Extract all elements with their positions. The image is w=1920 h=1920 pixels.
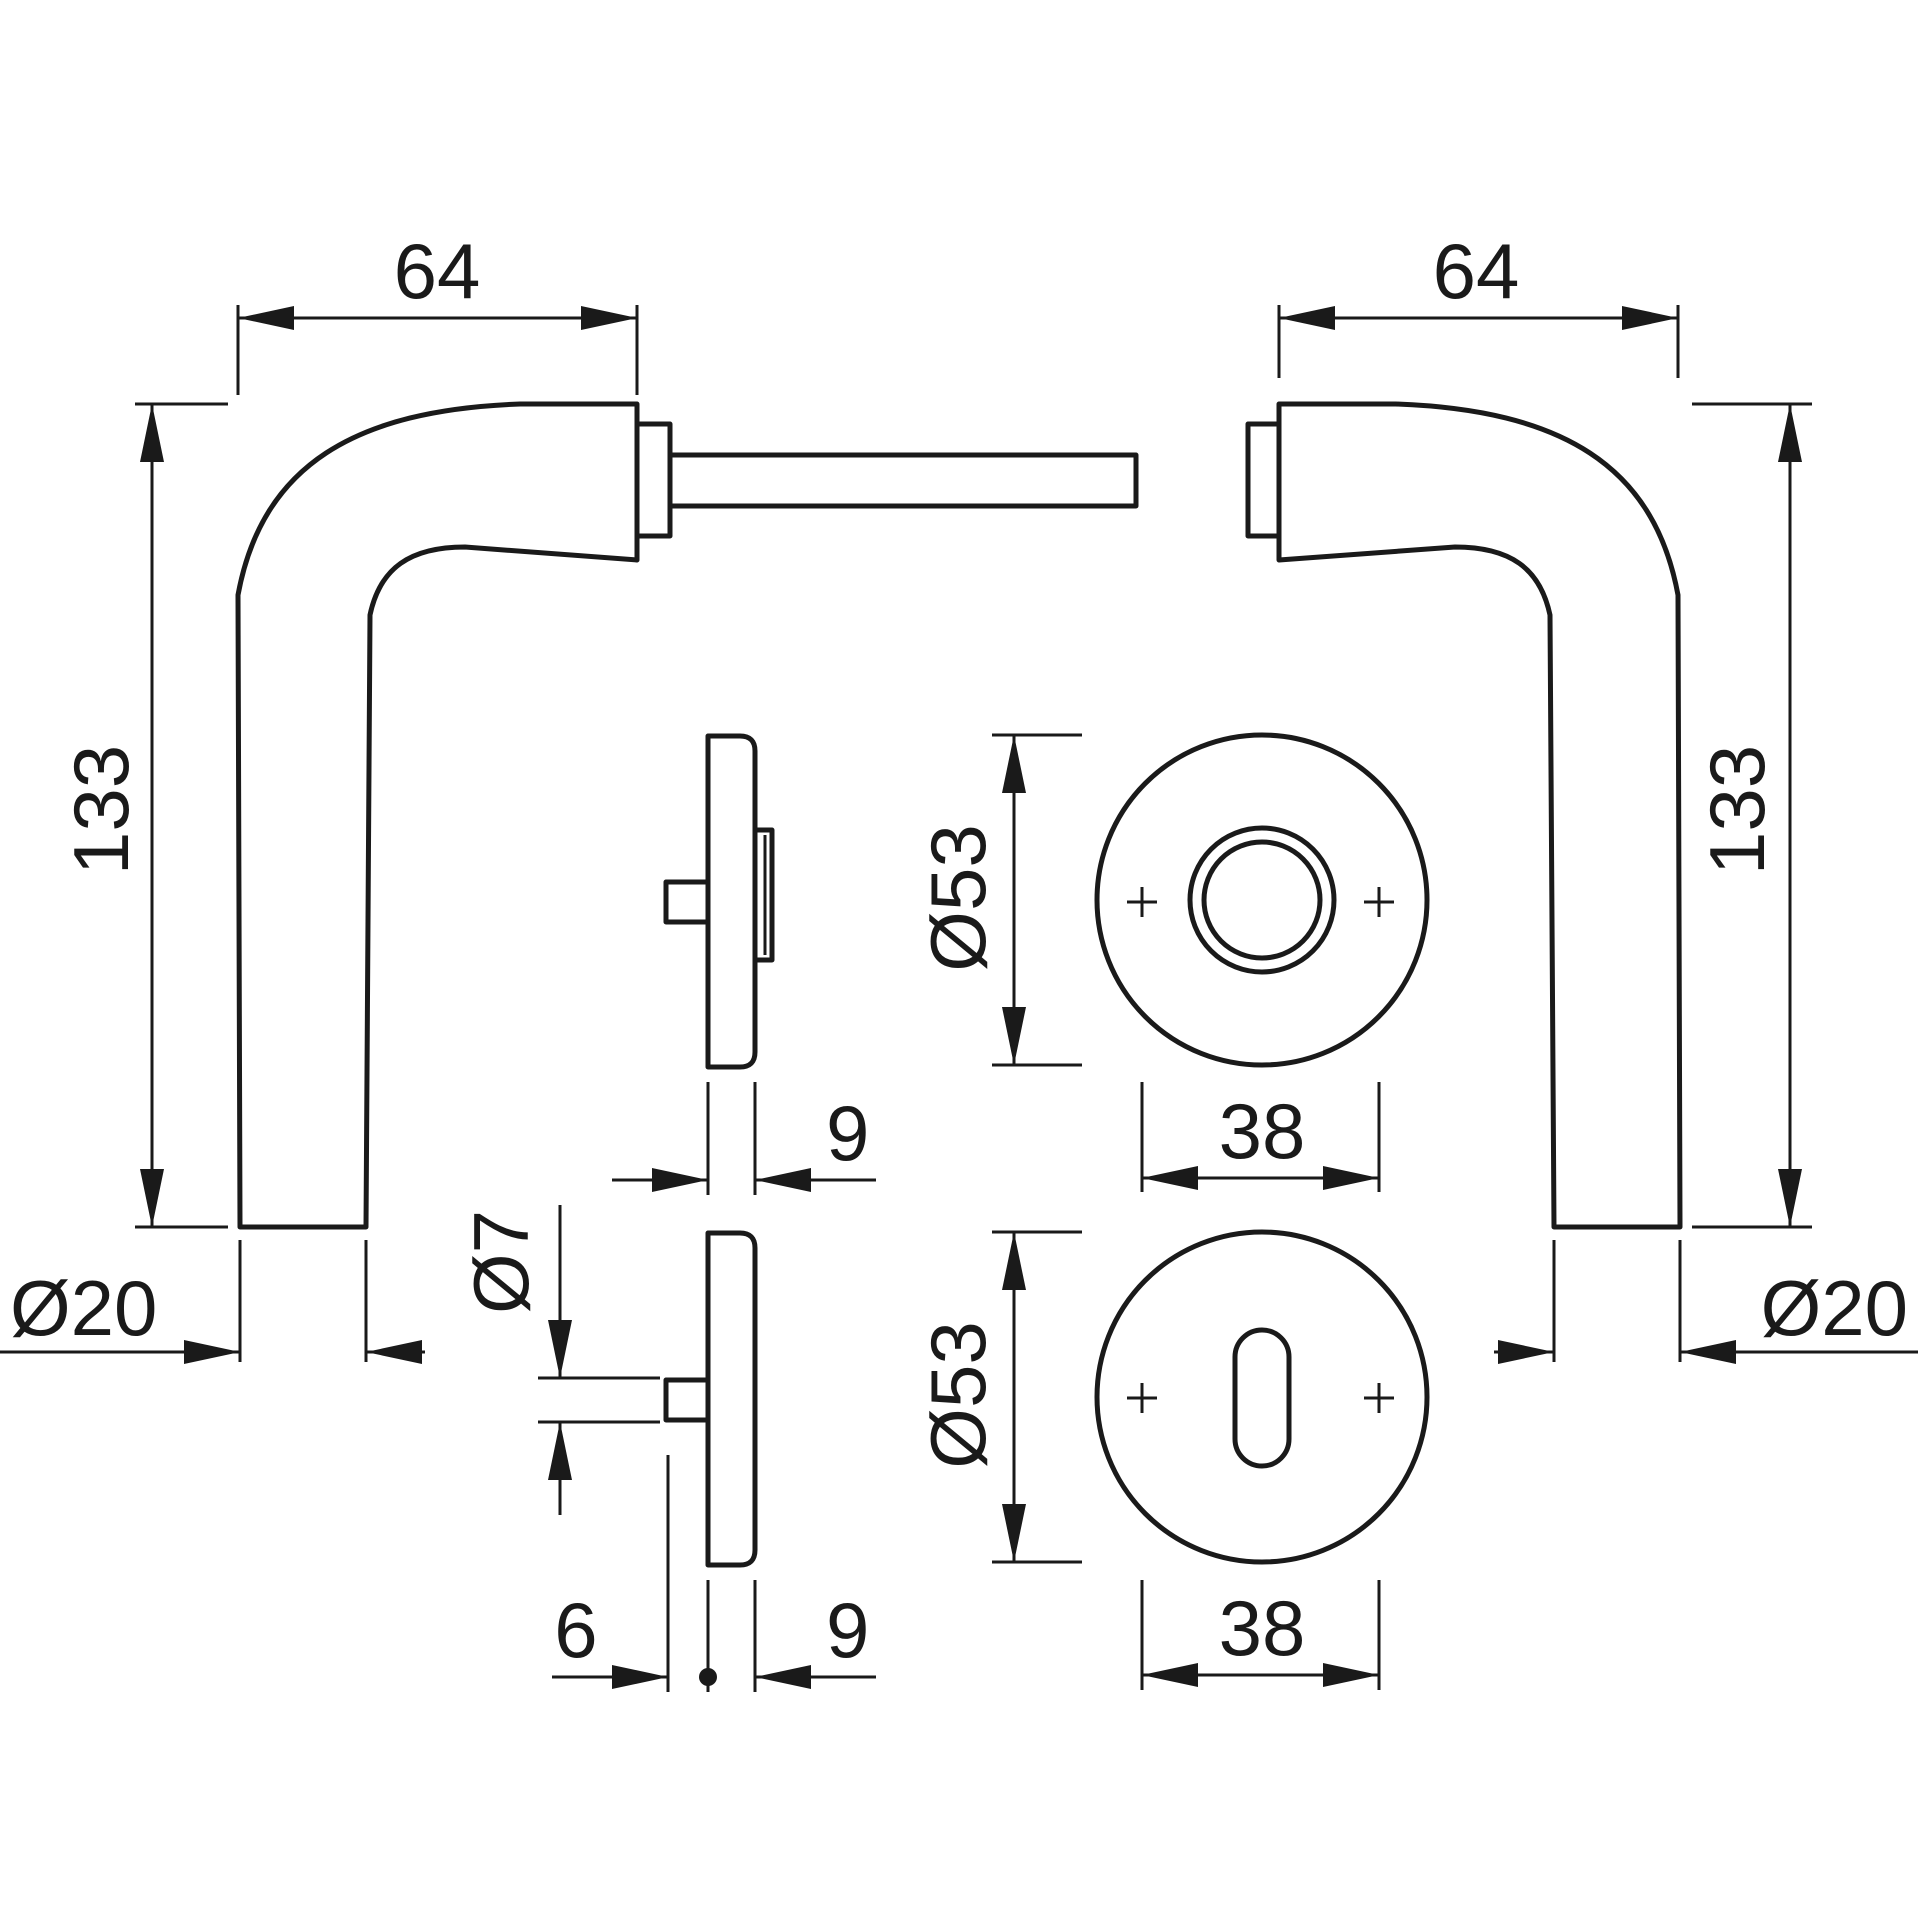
dim-rose-thickness-top-label: 9	[826, 1089, 869, 1177]
dim-rose-thickness-bottom: 9	[753, 1580, 876, 1692]
keyhole-slot	[1232, 1327, 1292, 1469]
dim-grip-left-label: Ø20	[10, 1264, 157, 1352]
dim-rose-thickness-top: 9	[612, 1082, 876, 1195]
dim-screw-spacing-bottom-label: 38	[1219, 1584, 1306, 1672]
dim-screw-spacing-top: 38	[1140, 1082, 1381, 1192]
rose-collar-outer-ring	[1187, 825, 1337, 975]
dim-spindle-offset: 6	[552, 1455, 717, 1692]
rose-collar-side	[752, 827, 775, 963]
escutcheon-plate-side	[705, 1230, 758, 1568]
rose-pin-side	[663, 879, 711, 925]
left-lever-outline	[235, 401, 640, 1230]
rose-collar-inner-ring	[1201, 839, 1323, 961]
dim-grip-left: Ø20	[0, 1240, 425, 1364]
escutcheon-side-view	[663, 1230, 758, 1568]
spindle	[667, 452, 1139, 509]
dim-grip-right: Ø20	[1494, 1240, 1918, 1364]
dim-height-left-label: 133	[57, 745, 145, 875]
dim-pin-diameter-label: Ø7	[457, 1210, 545, 1314]
left-lever-neck	[634, 421, 673, 539]
dim-screw-spacing-top-label: 38	[1219, 1087, 1306, 1175]
escutcheon-front-view	[1094, 1229, 1430, 1565]
screw-mark-left-bottom	[1127, 1383, 1157, 1413]
dim-rose-diameter-top-label: Ø53	[914, 824, 1002, 971]
escutcheon-pin-side	[663, 1377, 711, 1423]
right-lever-outline	[1276, 401, 1683, 1230]
rose-front-view	[1094, 732, 1430, 1068]
dim-rose-thickness-bottom-label: 9	[826, 1586, 869, 1674]
dim-rose-diameter-top: Ø53	[914, 733, 1082, 1067]
right-lever-neck	[1245, 421, 1282, 539]
screw-mark-right-bottom	[1364, 1383, 1394, 1413]
dim-reach-left: 64	[236, 227, 639, 395]
escutcheon-circle	[1094, 1229, 1430, 1565]
screw-mark-left	[1127, 887, 1157, 917]
right-lever	[1245, 401, 1683, 1230]
dim-reach-right: 64	[1277, 227, 1680, 378]
dim-reach-left-label: 64	[394, 227, 481, 315]
dim-pin-diameter: Ø7	[457, 1205, 660, 1515]
dim-height-right-label: 133	[1693, 745, 1781, 875]
dim-grip-right-label: Ø20	[1761, 1264, 1908, 1352]
dim-height-left: 133	[57, 402, 228, 1229]
dim-spindle-offset-label: 6	[554, 1586, 597, 1674]
rose-plate-side	[705, 733, 758, 1070]
dim-rose-diameter-bottom-label: Ø53	[914, 1321, 1002, 1468]
dim-reach-right-label: 64	[1433, 227, 1520, 315]
dim-screw-spacing-bottom: 38	[1140, 1580, 1381, 1690]
dim-rose-diameter-bottom: Ø53	[914, 1230, 1082, 1564]
rose-circle	[1094, 732, 1430, 1068]
datum-dot	[699, 1668, 717, 1686]
dim-height-right: 133	[1692, 402, 1812, 1229]
rose-side-view-top	[663, 733, 775, 1070]
screw-mark-right	[1364, 887, 1394, 917]
left-lever	[235, 401, 1139, 1230]
